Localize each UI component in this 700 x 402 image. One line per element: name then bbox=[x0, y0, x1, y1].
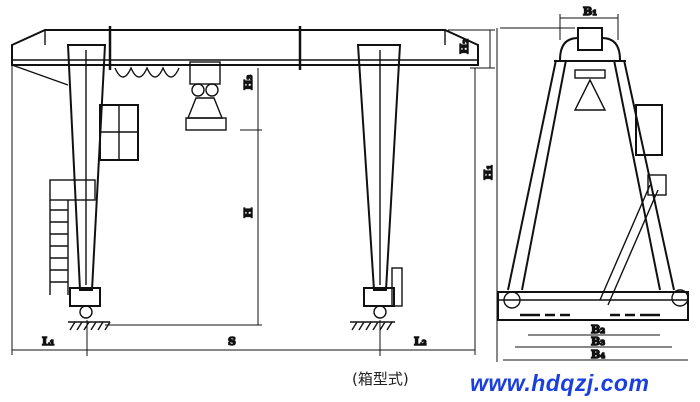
side-view: B₁ H₁ B₂ B₃ B₄ bbox=[481, 4, 689, 362]
dim-h-label: H bbox=[242, 208, 255, 218]
a-frame bbox=[507, 27, 675, 291]
main-girder bbox=[11, 26, 479, 70]
trolley-and-grab bbox=[185, 61, 227, 131]
dimension-lines bbox=[11, 29, 495, 356]
dim-l2-label: L₂ bbox=[414, 335, 427, 348]
dim-l1-label: L₁ bbox=[42, 335, 55, 348]
dim-b2-label: B₂ bbox=[591, 323, 605, 336]
dim-h2-label: H₂ bbox=[458, 39, 471, 54]
dim-b4-label: B₄ bbox=[591, 348, 605, 361]
ground-hatching bbox=[68, 321, 395, 331]
cable-festoon bbox=[114, 66, 180, 78]
left-leg bbox=[11, 44, 107, 291]
wheel-assemblies bbox=[69, 267, 403, 319]
operator-cab bbox=[99, 104, 139, 161]
side-grab bbox=[573, 69, 607, 111]
dim-b1-label: B₁ bbox=[583, 5, 597, 18]
side-cab-and-ladder bbox=[599, 104, 667, 306]
drawing-caption: (箱型式) bbox=[352, 370, 409, 388]
side-base-beam bbox=[497, 289, 689, 321]
ladder bbox=[49, 179, 96, 295]
dim-h1-label: H₁ bbox=[482, 165, 495, 180]
website-watermark: www.hdqzj.com bbox=[470, 370, 650, 396]
right-leg bbox=[356, 44, 402, 291]
side-dimension-lines bbox=[496, 14, 688, 362]
dim-s-label: S bbox=[228, 335, 236, 348]
dim-h3-label: H₃ bbox=[242, 75, 255, 90]
front-view: L₁ S L₂ H₃ H H₂ bbox=[11, 26, 495, 356]
dim-b3-label: B₃ bbox=[591, 335, 605, 348]
